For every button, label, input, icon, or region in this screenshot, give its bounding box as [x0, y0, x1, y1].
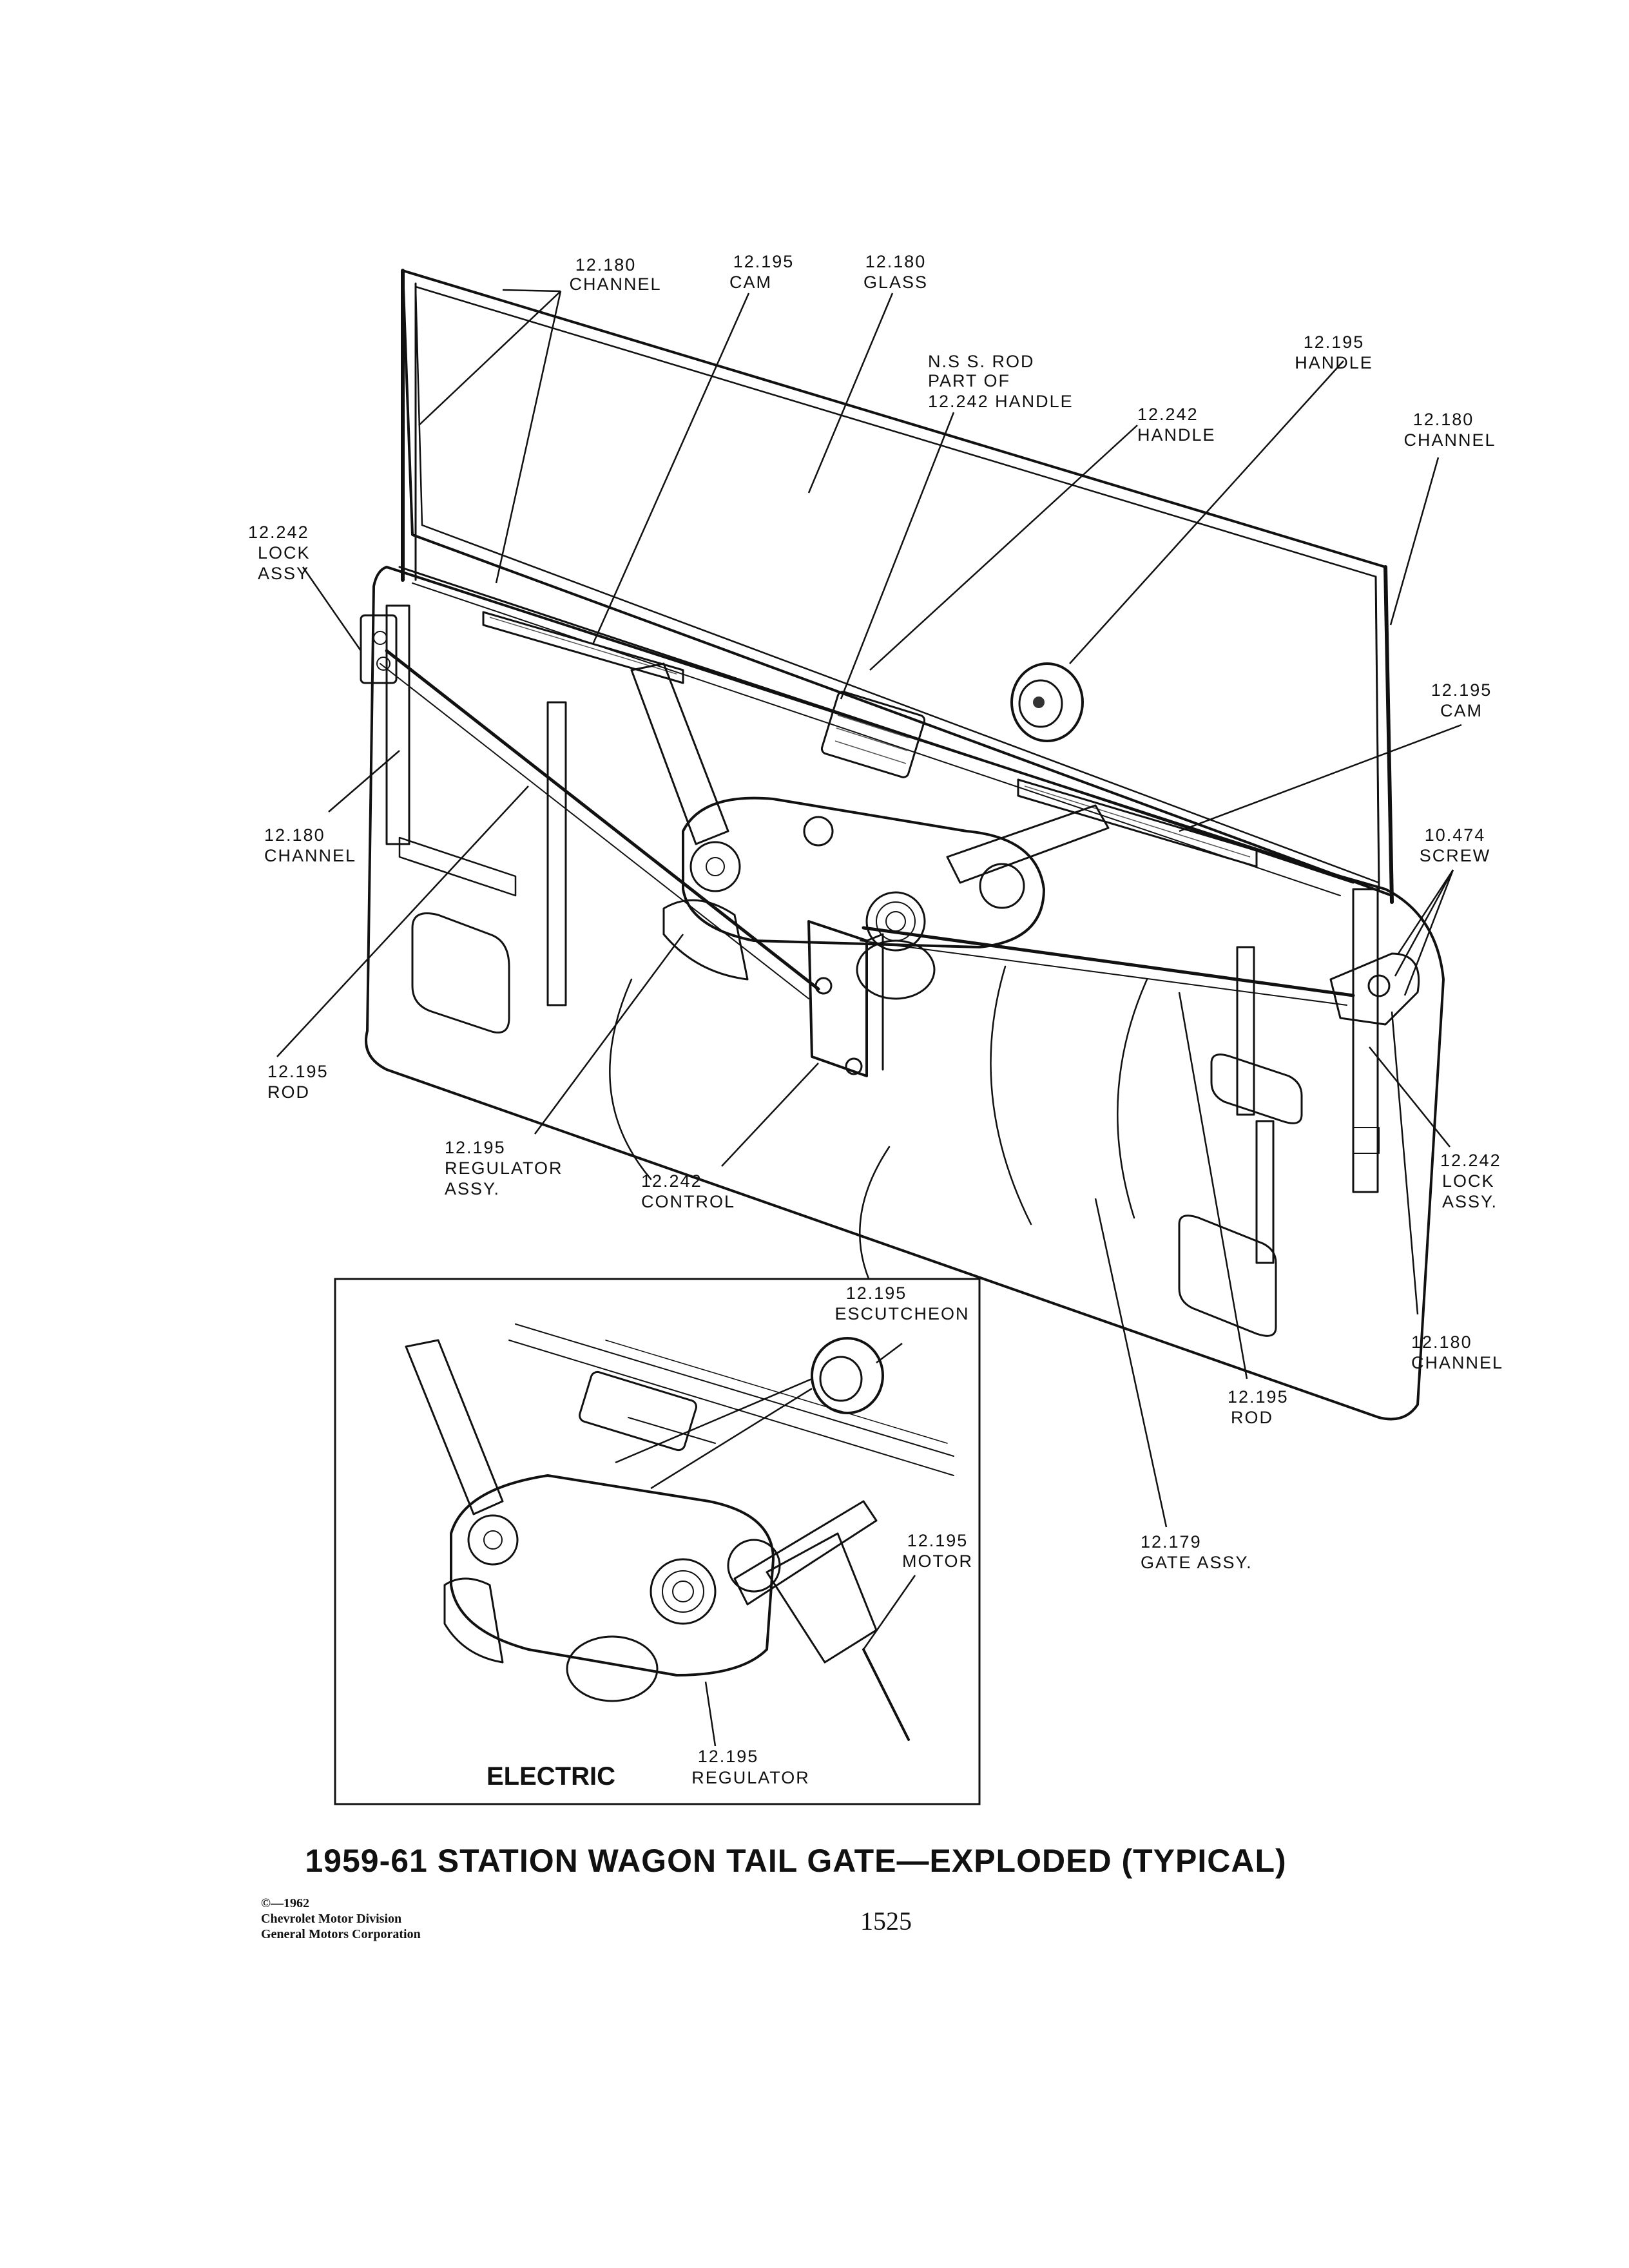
label-handle-195-name: HANDLE: [1295, 353, 1373, 372]
label-channel-right-ref: 12.180: [1413, 410, 1474, 429]
label-channel-lower-name: CHANNEL: [1411, 1353, 1503, 1372]
inset-regulator-name: REGULATOR: [691, 1768, 810, 1787]
label-cam-top-name: CAM: [729, 273, 772, 292]
label-control-name: CONTROL: [641, 1192, 735, 1211]
handle-assembly: [820, 662, 1084, 778]
label-channel-left-ref: 12.180: [264, 825, 325, 845]
label-channel-left-name: CHANNEL: [264, 846, 356, 865]
label-gate-ref: 12.179: [1141, 1532, 1202, 1552]
label-handle-195-ref: 12.195: [1304, 332, 1365, 352]
label-rod-right-ref: 12.195: [1228, 1387, 1289, 1407]
leader-lines: [276, 289, 1462, 1528]
label-lock-right-name2: ASSY.: [1442, 1192, 1498, 1211]
label-control-ref: 12.242: [641, 1171, 702, 1191]
label-lock-left-name1: LOCK: [258, 543, 311, 562]
label-screw-name: SCREW: [1420, 846, 1491, 865]
inset-title: ELECTRIC: [487, 1762, 615, 1791]
label-gate-name: GATE ASSY.: [1141, 1553, 1253, 1572]
inset-motor-name: MOTOR: [902, 1552, 973, 1571]
label-cam-right-name: CAM: [1440, 701, 1483, 720]
copyright-line-2: Chevrolet Motor Division: [261, 1912, 401, 1926]
inset-escutcheon-name: ESCUTCHEON: [834, 1304, 969, 1323]
label-regulator-name2: ASSY.: [445, 1179, 500, 1198]
inset-regulator-ref: 12.195: [698, 1747, 759, 1766]
label-handle-242-name: HANDLE: [1137, 425, 1216, 445]
gate-assembly: [365, 566, 1445, 1421]
inset-escutcheon-ref: 12.195: [846, 1283, 907, 1303]
label-rod-left-ref: 12.195: [267, 1062, 329, 1081]
label-lock-left-name2: ASSY: [258, 564, 309, 583]
label-rod-right-name: ROD: [1231, 1408, 1273, 1427]
copyright-line-3: General Motors Corporation: [261, 1927, 421, 1941]
label-regulator-ref: 12.195: [445, 1138, 506, 1157]
label-nss-rod-3: 12.242 HANDLE: [928, 392, 1074, 411]
rods: [380, 649, 1355, 1006]
label-screw-ref: 10.474: [1425, 825, 1486, 845]
electric-inset: 12.195 ESCUTCHEON 12.195 MOTOR 12.195 RE…: [334, 1278, 981, 1805]
regulator-mechanism: [630, 662, 1110, 1000]
label-nss-rod-2: PART OF: [928, 371, 1010, 390]
inset-motor-ref: 12.195: [907, 1531, 969, 1550]
label-glass-name: GLASS: [863, 273, 928, 292]
label-channel-right-name: CHANNEL: [1403, 430, 1496, 450]
label-lock-right-ref: 12.242: [1440, 1151, 1501, 1170]
figure-caption: 1959-61 STATION WAGON TAIL GATE—EXPLODED…: [305, 1843, 1286, 1879]
lock-assemblies: [360, 604, 1420, 1193]
part-labels: 12.180 CHANNEL 12.195 CAM 12.180 GLASS N…: [248, 252, 1503, 1572]
label-glass-ref: 12.180: [865, 252, 927, 271]
glass-panel: [401, 269, 1394, 904]
label-lock-left-ref: 12.242: [248, 523, 309, 542]
copyright-line-1: ©—1962: [261, 1896, 309, 1910]
label-cam-right-ref: 12.195: [1431, 680, 1492, 700]
label-nss-rod-1: N.S S. ROD: [928, 352, 1035, 371]
label-channel-lower-ref: 12.180: [1411, 1332, 1472, 1352]
label-handle-242-ref: 12.242: [1137, 405, 1199, 424]
page-number: 1525: [860, 1907, 912, 1936]
label-lock-right-name1: LOCK: [1442, 1171, 1495, 1191]
label-cam-top-ref: 12.195: [733, 252, 795, 271]
label-regulator-name1: REGULATOR: [445, 1158, 563, 1178]
label-channel-top-name: CHANNEL: [569, 274, 661, 294]
cam-channels: [482, 611, 1258, 868]
label-channel-top-ref: 12.180: [575, 255, 637, 274]
label-rod-left-name: ROD: [267, 1082, 310, 1102]
